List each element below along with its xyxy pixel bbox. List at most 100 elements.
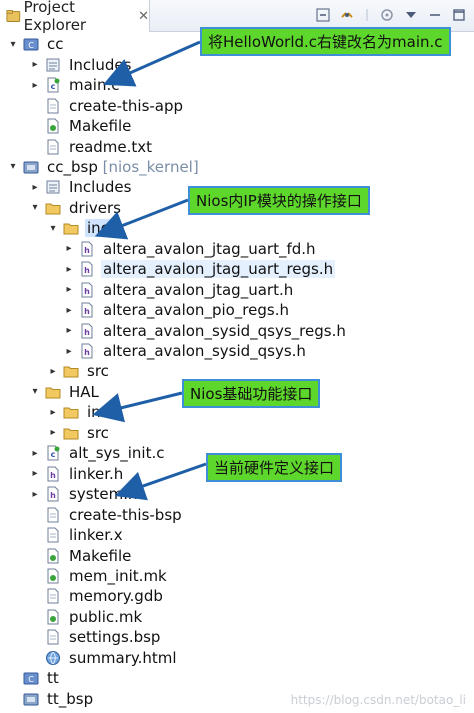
chevron-right-icon[interactable]: ▸ xyxy=(66,243,72,255)
tree-item[interactable]: ▸src xyxy=(46,423,111,444)
tree-item[interactable]: ▸Includes xyxy=(28,177,133,198)
tree-item-text: system.h xyxy=(69,485,138,504)
minimize-icon[interactable] xyxy=(426,6,444,24)
tree-item-label: altera_avalon_jtag_uart.h xyxy=(101,281,295,299)
chevron-right-icon[interactable]: ▸ xyxy=(66,304,72,316)
tree-item[interactable]: Makefile xyxy=(28,545,133,566)
chevron-right-icon[interactable]: ▸ xyxy=(32,468,38,480)
c-project-icon: C xyxy=(23,36,39,52)
tree-item-label: inc xyxy=(85,403,111,421)
tree-item[interactable]: tt_bsp xyxy=(6,688,95,709)
bsp-project-icon xyxy=(23,159,39,175)
chevron-right-icon[interactable]: ▸ xyxy=(32,488,38,500)
project-explorer-tab[interactable]: Project Explorer ✕ xyxy=(0,0,150,34)
chevron-down-icon[interactable]: ▾ xyxy=(32,386,38,398)
chevron-down-icon[interactable]: ▾ xyxy=(50,222,56,234)
tree-item-label: create-this-app xyxy=(67,97,185,115)
view-menu-icon[interactable] xyxy=(402,6,420,24)
tree-item[interactable]: ▸Includes xyxy=(28,54,133,75)
tree-item[interactable]: ▸ inc xyxy=(46,402,111,423)
hal-arrow xyxy=(92,391,183,423)
chevron-right-icon[interactable]: ▸ xyxy=(66,325,72,337)
tree-item[interactable]: mem_init.mk xyxy=(28,566,169,587)
spacer xyxy=(28,630,42,644)
view-title: Project Explorer xyxy=(23,0,87,34)
tree-item[interactable]: create-this-app xyxy=(28,95,185,116)
chevron-down-icon[interactable]: ▾ xyxy=(32,202,38,214)
tree-item[interactable]: readme.txt xyxy=(28,136,154,157)
tree-item-label: memory.gdb xyxy=(67,587,165,605)
tree-item-text: src xyxy=(87,362,109,381)
sync-icon[interactable] xyxy=(378,6,396,24)
tree-item-label: src xyxy=(85,362,111,380)
chevron-right-icon[interactable]: ▸ xyxy=(32,79,38,91)
link-with-editor-icon[interactable] xyxy=(338,6,356,24)
chevron-right-icon[interactable]: ▸ xyxy=(50,406,56,418)
tree-item[interactable]: linker.x xyxy=(28,525,125,546)
close-icon[interactable]: ✕ xyxy=(138,8,149,24)
tree-item-text: cc xyxy=(47,35,64,54)
chevron-right-icon[interactable]: ▸ xyxy=(66,345,72,357)
spacer xyxy=(28,119,42,133)
svg-text:h: h xyxy=(84,307,90,316)
tree-item[interactable]: ▾cc_bsp [nios_kernel] xyxy=(6,157,201,178)
focus-icon[interactable] xyxy=(362,6,372,24)
chevron-down-icon[interactable]: ▾ xyxy=(10,161,16,173)
svg-text:c: c xyxy=(51,82,56,91)
collapse-all-icon[interactable] xyxy=(314,6,332,24)
maximize-icon[interactable] xyxy=(450,6,468,24)
tree-item[interactable]: public.mk xyxy=(28,607,144,628)
tree-item-label: readme.txt xyxy=(67,138,154,156)
chevron-right-icon[interactable]: ▸ xyxy=(50,365,56,377)
tree-item-text: summary.html xyxy=(69,648,177,667)
spacer xyxy=(28,99,42,113)
tree-item-label: linker.h xyxy=(67,465,125,483)
tree-item[interactable]: ▾HAL xyxy=(28,382,101,403)
tree-item-text: inc xyxy=(87,219,109,238)
tree-item[interactable]: ▸ h altera_avalon_jtag_uart.h xyxy=(62,279,295,300)
project-explorer-icon xyxy=(6,10,21,22)
tree-item[interactable]: ▸ src xyxy=(46,361,111,382)
project-explorer-header: Project Explorer ✕ xyxy=(0,0,474,34)
chevron-right-icon[interactable]: ▸ xyxy=(32,447,38,459)
chevron-right-icon[interactable]: ▸ xyxy=(66,263,72,275)
tree-item[interactable]: memory.gdb xyxy=(28,586,165,607)
tree-item-text: cc_bsp xyxy=(47,157,98,176)
svg-text:C: C xyxy=(28,675,34,684)
tree-item[interactable]: ▾drivers xyxy=(28,198,123,219)
tree-item-text: tt xyxy=(47,669,59,688)
tree-item-label: summary.html xyxy=(67,649,179,667)
tree-item[interactable]: create-this-bsp xyxy=(28,504,184,525)
header-icon: h xyxy=(79,241,95,257)
tree-item-label: tt_bsp xyxy=(45,690,95,708)
chevron-right-icon[interactable]: ▸ xyxy=(32,181,38,193)
tree-item[interactable]: Makefile xyxy=(28,116,133,137)
chevron-right-icon[interactable]: ▸ xyxy=(50,427,56,439)
spacer xyxy=(28,610,42,624)
header-icon: h xyxy=(79,282,95,298)
spacer xyxy=(28,651,42,665)
chevron-down-icon[interactable]: ▾ xyxy=(10,38,16,50)
folder-icon xyxy=(63,404,79,420)
tree-item[interactable]: summary.html xyxy=(28,648,179,669)
bsp-project-icon xyxy=(23,691,39,707)
folder-icon xyxy=(45,384,61,400)
tree-item-text: altera_avalon_jtag_uart.h xyxy=(103,280,294,299)
chevron-right-icon[interactable]: ▸ xyxy=(66,284,72,296)
chevron-right-icon[interactable]: ▸ xyxy=(32,59,38,71)
folder-icon xyxy=(45,200,61,216)
tree-item[interactable]: settings.bsp xyxy=(28,627,162,648)
svg-text:h: h xyxy=(84,287,90,296)
tree-item[interactable]: ▾ inc xyxy=(46,218,111,239)
